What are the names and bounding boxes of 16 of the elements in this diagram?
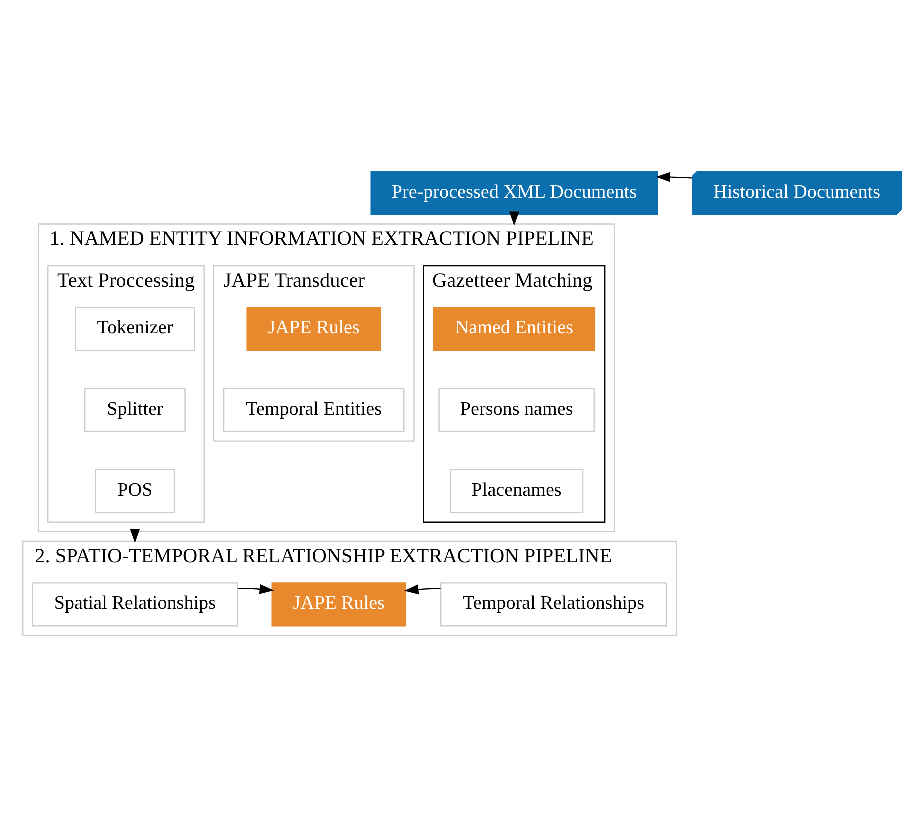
node-box: Splitter (84, 388, 186, 432)
node-box: Temporal Entities (223, 388, 405, 432)
node-box: Persons names (438, 388, 595, 432)
node-box: Named Entities (433, 306, 596, 351)
arrow (238, 584, 274, 594)
node-box: Tokenizer (74, 306, 196, 351)
node-box: Temporal Relationships (440, 582, 668, 626)
arrow (404, 584, 441, 594)
arrow (130, 528, 140, 543)
arrow (656, 172, 692, 182)
node-box: Spatial Relationships (32, 582, 238, 626)
node-box: Placenames (450, 468, 584, 513)
node-box: JAPE Rules (272, 582, 407, 626)
node-box: POS (95, 468, 176, 513)
arrow (509, 211, 520, 226)
node-box: JAPE Rules (246, 306, 382, 351)
